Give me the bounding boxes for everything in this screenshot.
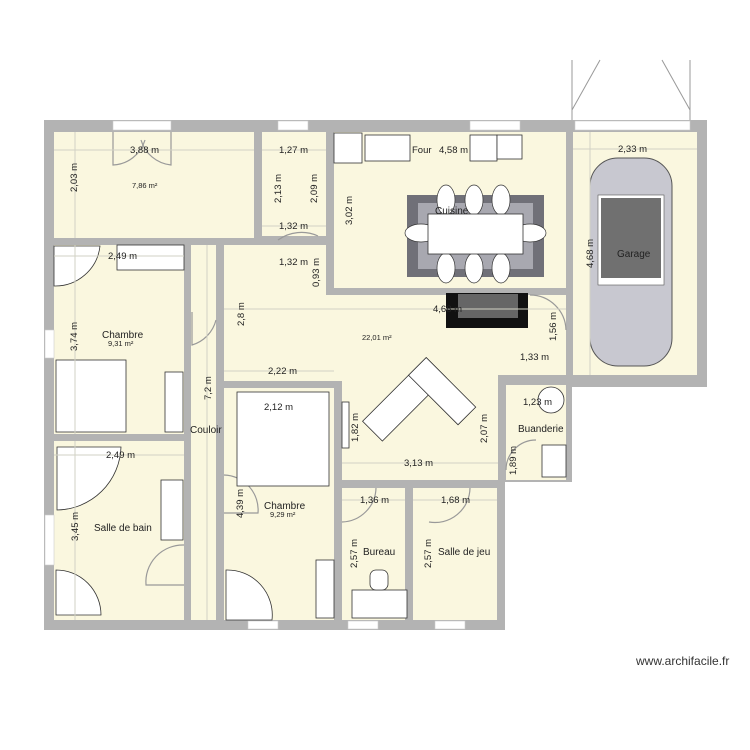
kitchen-counter <box>333 132 363 164</box>
washing-machine-icon <box>541 444 567 478</box>
dim-label: 7,2 m <box>203 376 214 400</box>
dim-label: 3,88 m <box>130 145 159 156</box>
corridor-floor <box>191 245 216 620</box>
dim-label: 2,12 m <box>264 402 293 413</box>
dim-label: 2,49 m <box>106 450 135 461</box>
dim-label: 2,57 m <box>423 539 434 568</box>
playroom-floor <box>413 488 497 620</box>
room-name-kitchen: Cuisine <box>435 206 469 217</box>
labels: 3,88 m 7,86 m² 2,03 m 1,27 m 2,13 m 2,09… <box>69 144 651 568</box>
dim-label: 2,03 m <box>69 163 80 192</box>
room-name-playroom: Salle de jeu <box>438 547 490 558</box>
garage-door-opening <box>571 59 691 120</box>
dim-label: 0,93 m <box>311 258 322 287</box>
bookshelf-2 <box>315 559 335 619</box>
room-name-garage: Garage <box>617 249 651 260</box>
dimension-lines <box>54 132 697 620</box>
tv-unit <box>341 401 350 449</box>
dim-label: 4,68 m <box>433 304 462 315</box>
storage-floor <box>262 132 326 236</box>
dim-label: 3,02 m <box>344 196 355 225</box>
dim-label: 2,33 m <box>618 144 647 155</box>
dim-label: 1,23 m <box>523 397 552 408</box>
room-name-bedroom-1: Chambre <box>102 330 144 341</box>
dim-label: 3,13 m <box>404 458 433 469</box>
area-label: 9,29 m² <box>270 510 296 519</box>
interior-walls <box>44 120 573 630</box>
dim-label: 1,32 m <box>279 221 308 232</box>
dim-label: 4,39 m <box>235 489 246 518</box>
dim-label: 2,07 m <box>479 414 490 443</box>
water-heater-icon <box>537 386 565 414</box>
dim-label: 1,89 m <box>508 446 519 475</box>
dim-label: 1,27 m <box>279 145 308 156</box>
dim-label: 1,36 m <box>360 495 389 506</box>
dim-label: 3,45 m <box>70 512 81 541</box>
office-chair <box>369 569 389 591</box>
windows <box>44 120 691 630</box>
area-label: 22,01 m² <box>362 333 392 342</box>
watermark-link[interactable]: www.archifacile.fr <box>636 654 730 668</box>
room-name-laundry: Buanderie <box>518 424 564 435</box>
stove-icon <box>469 134 498 162</box>
double-vanity <box>160 479 184 541</box>
furniture <box>53 132 673 621</box>
dim-label: 1,68 m <box>441 495 470 506</box>
bed-2 <box>236 391 330 487</box>
office-desk <box>351 589 408 619</box>
oven-label: Four <box>412 145 432 156</box>
desk-2 <box>225 569 273 621</box>
area-label: 9,31 m² <box>108 339 134 348</box>
room-name-bathroom: Salle de bain <box>94 523 152 534</box>
room-name-corridor: Couloir <box>190 425 222 436</box>
dim-label: 3,74 m <box>69 322 80 351</box>
dim-label: 2,49 m <box>108 251 137 262</box>
shower-icon <box>55 569 102 616</box>
bookshelf-1 <box>164 371 184 433</box>
bed-1 <box>55 359 127 433</box>
area-label: 7,86 m² <box>132 181 158 190</box>
sink-icon <box>364 134 411 162</box>
room-name-office: Bureau <box>363 547 395 558</box>
dim-label: 4,58 m <box>439 145 468 156</box>
dim-label: 2,8 m <box>236 302 247 326</box>
wardrobe <box>116 244 185 271</box>
dim-label: 2,13 m <box>273 174 284 203</box>
dim-label: 2,09 m <box>309 174 320 203</box>
dining-table <box>427 213 524 255</box>
dim-label: 2,57 m <box>349 539 360 568</box>
dim-label: 1,56 m <box>548 312 559 341</box>
doors <box>112 132 567 586</box>
room-name-bedroom-2: Chambre <box>264 501 306 512</box>
dim-label: 1,33 m <box>520 352 549 363</box>
dim-label: 1,32 m <box>279 257 308 268</box>
sofa <box>362 357 477 442</box>
dim-label: 1,82 m <box>350 413 361 442</box>
dim-label: 2,22 m <box>268 366 297 377</box>
dim-label: 4,68 m <box>585 239 596 268</box>
car-icon <box>589 157 673 367</box>
dishwasher-icon <box>496 134 523 160</box>
